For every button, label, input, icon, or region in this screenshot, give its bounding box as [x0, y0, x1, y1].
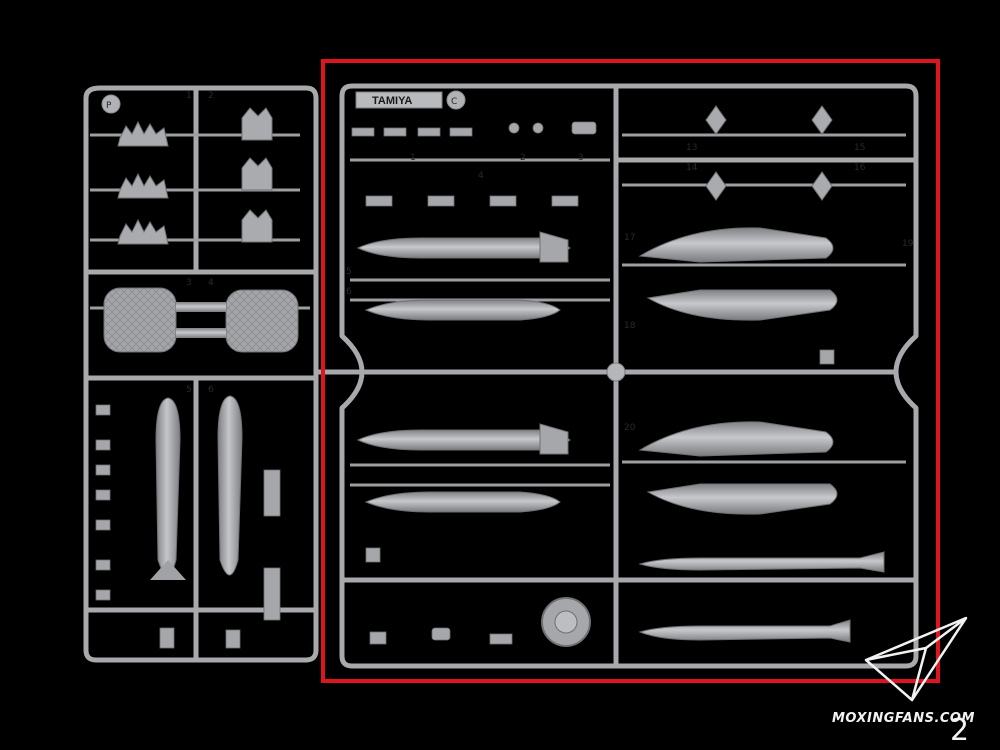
small-parts-left-column [95, 404, 281, 649]
svg-text:6: 6 [208, 385, 214, 395]
intake-parts-left [117, 120, 169, 245]
svg-text:16: 16 [854, 163, 866, 173]
small-parts-upper [351, 121, 597, 207]
svg-text:2: 2 [208, 91, 214, 101]
paper-plane-icon [864, 616, 968, 702]
svg-text:5: 5 [186, 385, 192, 395]
svg-text:2: 2 [520, 153, 526, 163]
svg-text:1: 1 [410, 153, 416, 163]
left-sprue-frame [83, 85, 360, 663]
missiles-lower [356, 423, 571, 513]
highlight-box [321, 59, 940, 683]
missiles-upper [356, 231, 571, 321]
sprue-letter-left: P [106, 101, 112, 111]
sprue-gate-center [606, 362, 626, 382]
svg-text:13: 13 [686, 143, 697, 153]
exhaust-nozzles [103, 287, 299, 353]
svg-text:14: 14 [686, 163, 698, 173]
svg-text:15: 15 [854, 143, 865, 153]
left-sprue-runners [90, 133, 310, 310]
svg-text:3: 3 [186, 278, 192, 288]
svg-text:18: 18 [624, 321, 636, 331]
sprue-letter-tab-left [101, 94, 121, 114]
svg-text:1: 1 [186, 91, 192, 101]
brand-mark: TAMIYA [372, 95, 412, 107]
part-numbers-right: 1 2 3 4 5 6 13 14 15 16 17 18 19 20 [346, 143, 914, 433]
part-numbers-left: 1 2 3 4 5 6 [186, 91, 214, 395]
small-parts-lower [365, 349, 835, 645]
svg-text:19: 19 [902, 239, 914, 249]
svg-text:5: 5 [346, 267, 352, 277]
watermark-text: MOXINGFANS.COM [832, 711, 975, 726]
svg-text:17: 17 [624, 233, 635, 243]
sprue-letter-tab-right [446, 90, 466, 110]
drop-tanks [150, 395, 243, 580]
intake-parts-right [241, 107, 273, 243]
svg-text:3: 3 [578, 153, 584, 163]
svg-text:20: 20 [624, 423, 636, 433]
sprue-letter-right: C [451, 97, 457, 107]
svg-text:4: 4 [478, 171, 484, 181]
landing-wheel [541, 597, 591, 647]
right-sprue-frame [339, 83, 919, 669]
conformal-pods [638, 227, 838, 515]
svg-text:6: 6 [346, 287, 352, 297]
watermark-suffix: 2 [950, 713, 969, 748]
long-missiles [638, 551, 885, 643]
svg-text:4: 4 [208, 278, 214, 288]
fin-parts [705, 105, 833, 201]
brand-plate [355, 91, 443, 109]
